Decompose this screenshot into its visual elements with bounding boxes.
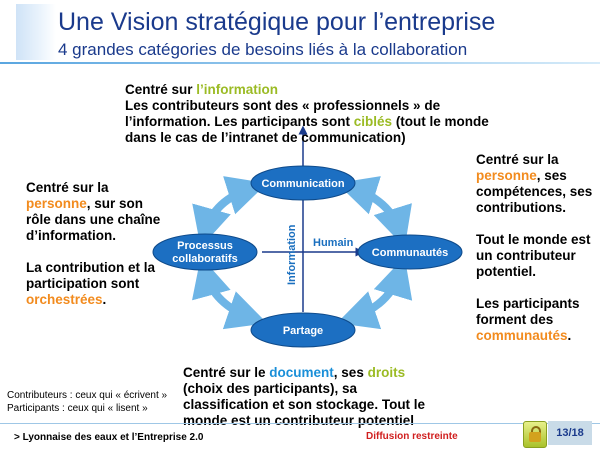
page-subtitle: 4 grandes catégories de besoins liés à l…	[58, 40, 468, 59]
highlight: ciblés	[353, 114, 393, 129]
node-processus: Processus collaboratifs	[152, 233, 258, 271]
footer-title: > Lyonnaise des eaux et l’Entreprise 2.0	[14, 432, 204, 443]
highlight: personne	[26, 196, 87, 211]
node-communication: Communication	[250, 165, 356, 201]
node-processus-label-2: collaboratifs	[172, 253, 237, 265]
text: La contribution et la participation sont	[26, 260, 156, 291]
highlight: orchestrées	[26, 292, 103, 307]
node-partage-label: Partage	[283, 325, 323, 337]
node-processus-label-1: Processus	[177, 240, 233, 252]
arrow-processus-communication	[192, 176, 268, 248]
highlight: personne	[476, 168, 537, 183]
text: Centré sur	[125, 82, 197, 97]
text: Centré sur la	[476, 152, 559, 167]
footer-divider	[0, 423, 600, 424]
lock-body	[529, 432, 541, 442]
highlight: communautés	[476, 328, 568, 343]
block-communautes: Centré sur la personne, ses compétences,…	[476, 152, 596, 344]
text: .	[567, 328, 572, 343]
text: Centré sur le	[183, 365, 270, 380]
title-divider	[0, 62, 600, 64]
block-partage: Centré sur le document, ses droits (choi…	[183, 365, 443, 429]
node-communication-label: Communication	[261, 178, 344, 190]
text: (choix des participants), sa classificat…	[183, 381, 426, 428]
arrow-communautes-partage	[336, 256, 413, 330]
node-partage: Partage	[250, 312, 356, 348]
text: (tout le monde dans le cas de l’intranet…	[125, 114, 489, 145]
text: .	[102, 292, 107, 307]
page-number: 13/18	[548, 421, 592, 445]
page-title: Une Vision stratégique pour l’entreprise	[58, 8, 496, 36]
legend-contributeurs: Contributeurs : ceux qui « écrivent »	[7, 390, 168, 401]
highlight: droits	[367, 365, 406, 380]
axis-label-information: Information	[286, 224, 298, 285]
highlight: document	[269, 365, 334, 380]
block-processus: Centré sur la personne, sur son rôle dan…	[26, 180, 166, 308]
text: Centré sur la	[26, 180, 109, 195]
lock-shackle	[531, 426, 541, 435]
node-communautes: Communautés	[357, 234, 463, 270]
lock-icon	[523, 421, 547, 448]
title-accent	[16, 4, 56, 60]
legend: Contributeurs : ceux qui « écrivent » Pa…	[7, 389, 167, 415]
node-communautes-label: Communautés	[372, 247, 448, 259]
legend-participants: Participants : ceux qui « lisent »	[7, 403, 148, 414]
footer-classification: Diffusion restreinte	[366, 431, 458, 442]
text: , ses compétences, ses contributions.	[476, 168, 593, 215]
text: Les contributeurs sont des « professionn…	[125, 98, 441, 129]
text: , ses	[333, 365, 368, 380]
text: Les participants forment des	[476, 296, 580, 327]
block-information: Centré sur l’information Les contributeu…	[125, 82, 495, 146]
arrow-communication-communautes	[336, 176, 412, 248]
axis-label-humain: Humain	[313, 237, 354, 249]
text: Tout le monde est un contributeur potent…	[476, 232, 591, 279]
highlight: l’information	[196, 82, 279, 97]
text: , sur son rôle dans une chaîne d’informa…	[26, 196, 161, 243]
arrow-partage-processus	[192, 256, 268, 330]
